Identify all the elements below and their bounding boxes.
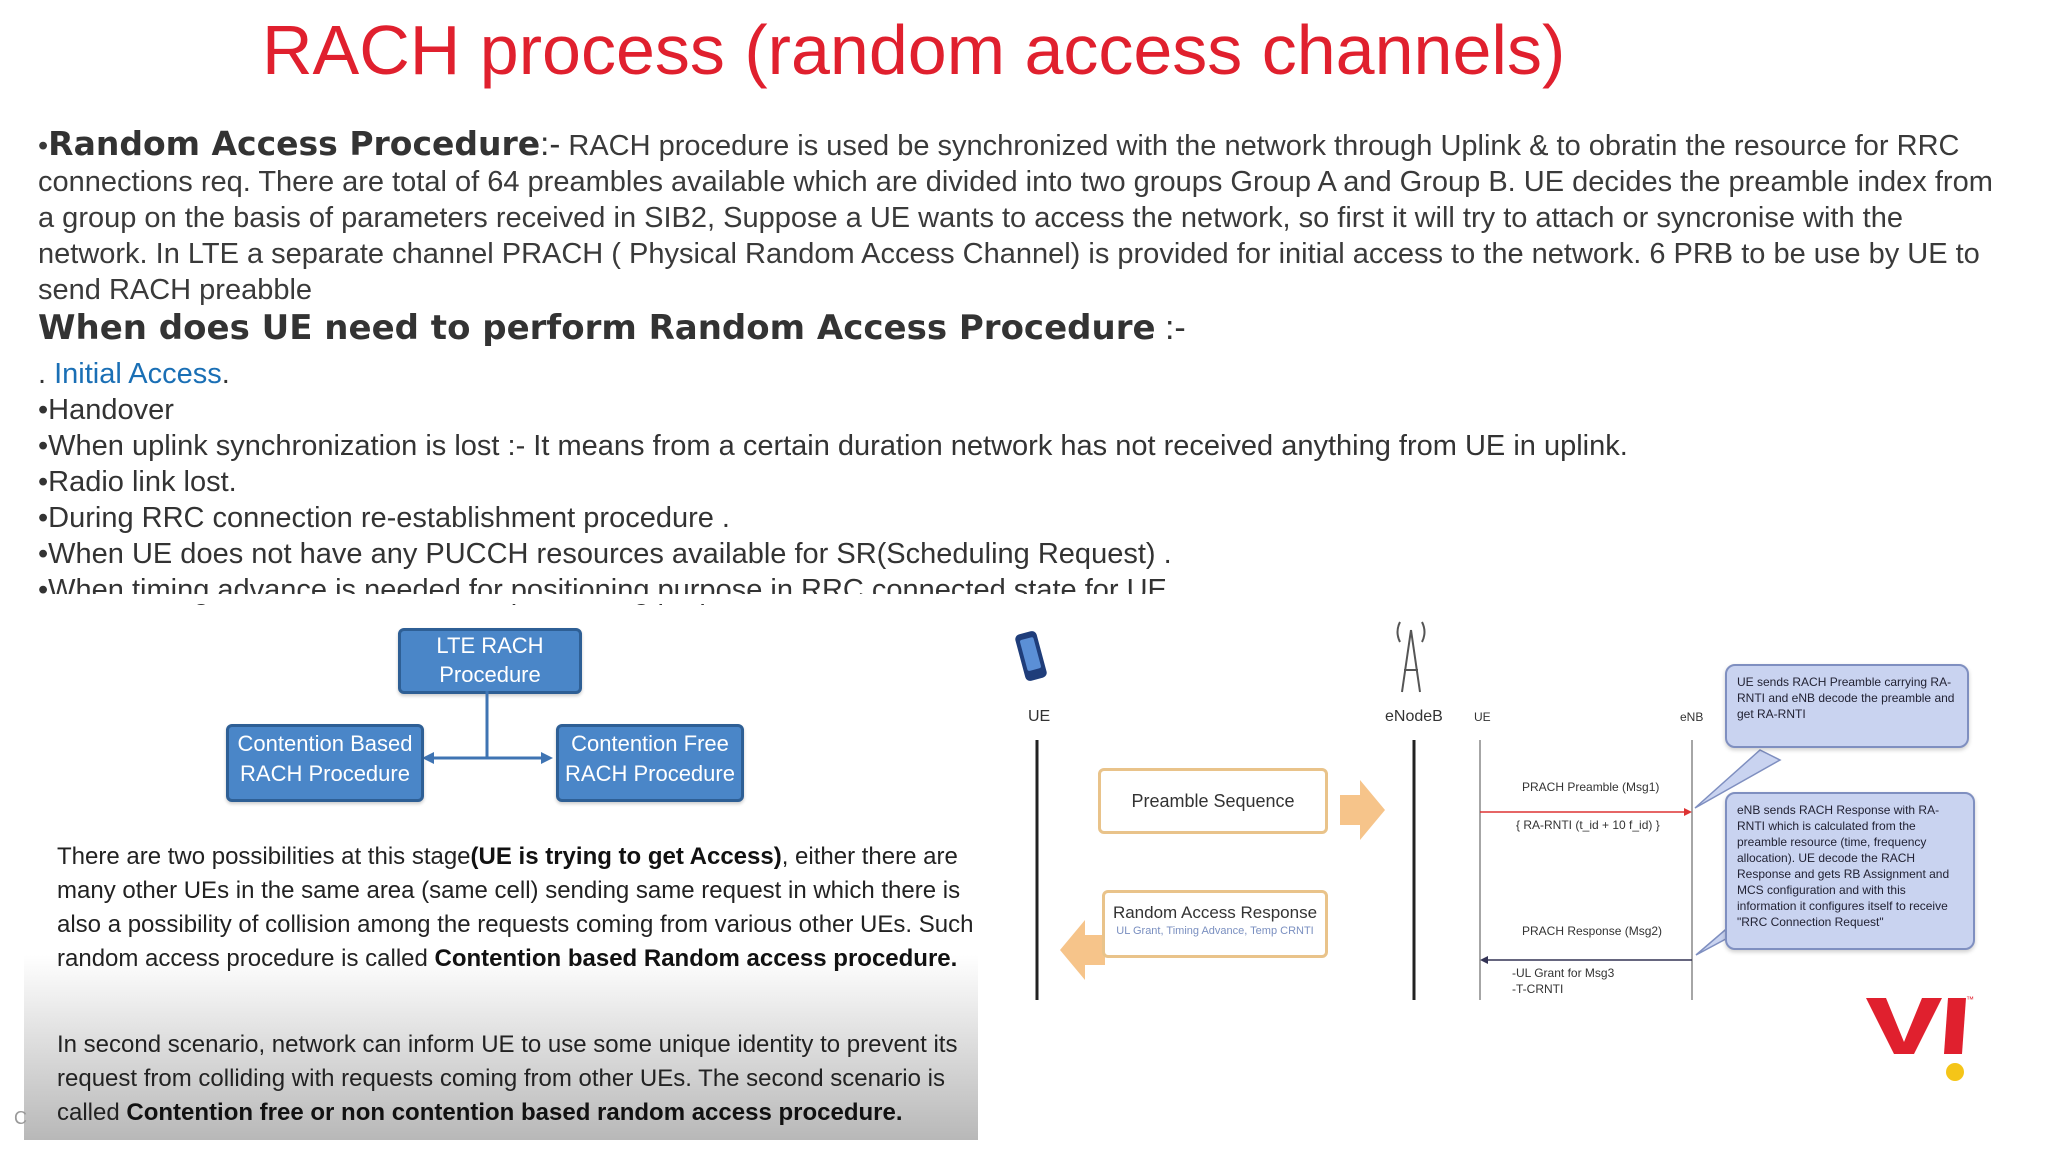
ul-grant-label: -UL Grant for Msg3 <box>1512 966 1615 980</box>
box-line: LTE RACH <box>436 633 544 658</box>
callout-response: eNB sends RACH Response with RA-RNTI whi… <box>1725 792 1975 950</box>
vi-logo-mark: ™ <box>1866 995 1974 1081</box>
sequence-lines <box>1015 621 1782 1000</box>
intro-text: RACH procedure is used be synchronized w… <box>38 130 1993 306</box>
box-line: Procedure <box>439 662 541 687</box>
rach-types-figure: LTE RACH Procedure Contention Based RACH… <box>24 620 978 1140</box>
initial-access-link[interactable]: Initial Access <box>54 358 222 390</box>
p1-bold2: Contention based Random access procedure… <box>434 945 958 972</box>
intro-separator: :- <box>540 125 561 162</box>
bullet-prefix: . <box>38 358 55 390</box>
box-line: Contention Based <box>237 731 413 756</box>
intro-bullet: • <box>38 130 49 162</box>
list-item: •During RRC connection re-establishment … <box>38 502 730 534</box>
intro-lead: Random Access Procedure <box>48 124 541 163</box>
when-heading-text: When does UE need to perform Random Acce… <box>38 308 1156 348</box>
contention-based-box: Contention Based RACH Procedure <box>226 724 424 802</box>
tower-icon <box>1396 621 1426 693</box>
rar-title: Random Access Response <box>1112 903 1318 922</box>
list-item: •Radio link lost. <box>38 466 237 498</box>
ra-rnti-label: { RA-RNTI (t_id + 10 f_id) } <box>1516 818 1660 832</box>
phone-icon <box>1015 631 1047 681</box>
svg-text:™: ™ <box>1966 995 1974 1004</box>
slide-title: RACH process (random access channels) <box>262 11 1566 89</box>
list-item: •Handover <box>38 394 174 426</box>
tcrnti-label: -T-CRNTI <box>1512 982 1564 996</box>
list-item: . Initial Access. <box>38 356 1938 392</box>
p2-text: In second scenario, network can inform U… <box>57 1031 958 1126</box>
box-line: RACH Procedure <box>565 761 735 786</box>
p1-bold: (UE is trying to get Access) <box>470 843 782 870</box>
p1-text2: , either there are many other UEs in the… <box>57 843 974 972</box>
callout-preamble: UE sends RACH Preamble carrying RA-RNTI … <box>1725 664 1969 748</box>
contention-free-paragraph: In second scenario, network can inform U… <box>57 1028 977 1130</box>
preamble-sequence-box: Preamble Sequence <box>1098 768 1328 834</box>
p1-text: There are two possibilities at this stag… <box>57 843 471 870</box>
contention-based-paragraph: There are two possibilities at this stag… <box>57 840 977 976</box>
list-item: •When UE does not have any PUCCH resourc… <box>38 538 1172 570</box>
hierarchy-connectors <box>422 691 553 764</box>
lte-rach-box: LTE RACH Procedure <box>398 628 582 694</box>
list-item: •When uplink synchronization is lost :- … <box>38 430 1628 462</box>
when-heading: When does UE need to perform Random Acce… <box>38 308 1186 348</box>
bullet-suffix: . <box>221 358 230 390</box>
ue-label: UE <box>1028 708 1051 725</box>
enb-label: eNB <box>1680 710 1704 724</box>
p2-bold: Contention free or non contention based … <box>126 1099 903 1126</box>
prach-preamble-label: PRACH Preamble (Msg1) <box>1522 780 1660 794</box>
random-access-response-box: Random Access Response UL Grant, Timing … <box>1102 890 1328 958</box>
enodeb-label: eNodeB <box>1385 708 1443 725</box>
explanation-panel: There are two possibilities at this stag… <box>24 820 978 1140</box>
when-heading-suffix: :- <box>1155 309 1186 347</box>
corner-glyph: C <box>14 1108 27 1128</box>
contention-free-box: Contention Free RACH Procedure <box>556 724 744 802</box>
rach-sequence-figure: UE eNodeB UE eNB Preamble Sequence Rando… <box>930 600 2025 1000</box>
intro-paragraph: •Random Access Procedure:- RACH procedur… <box>38 126 2013 308</box>
rar-subtitle: UL Grant, Timing Advance, Temp CRNTI <box>1116 925 1314 937</box>
vi-logo: ™ <box>1866 992 1976 1082</box>
prach-response-label: PRACH Response (Msg2) <box>1522 924 1663 938</box>
ue-label-2: UE <box>1474 710 1491 724</box>
gradient-background <box>24 955 978 1140</box>
box-line: RACH Procedure <box>240 761 410 786</box>
bullet-list: . Initial Access. •Handover •When uplink… <box>38 356 1938 608</box>
clip-mask <box>38 594 1238 604</box>
box-line: Contention Free <box>571 731 729 756</box>
